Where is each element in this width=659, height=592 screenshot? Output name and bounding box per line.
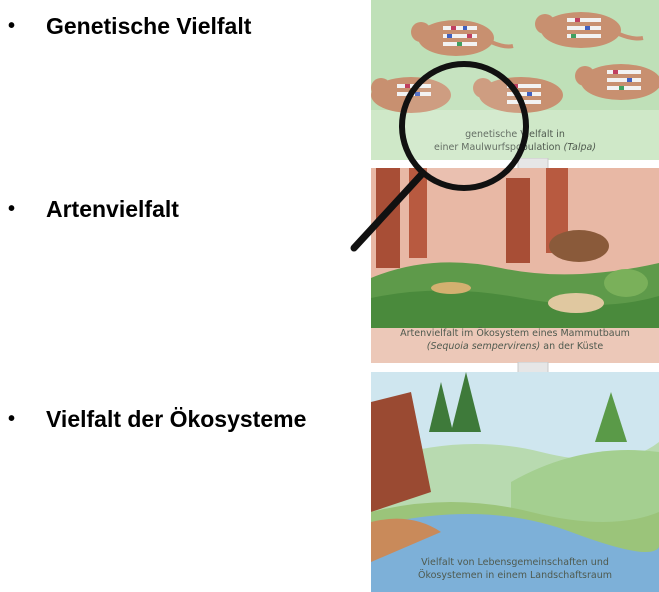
caption-genetic: genetische Vielfalt in einer Maulwurfspo… [371, 128, 659, 154]
rodent-icon [549, 230, 609, 262]
fungus-icon [548, 293, 604, 313]
tree-icon [546, 168, 568, 253]
tree-icon [595, 392, 627, 442]
river-icon [371, 514, 659, 592]
mole-population-illustration [371, 0, 659, 160]
landscape-illustration [371, 372, 659, 592]
caption-line: genetische Vielfalt in [465, 129, 565, 140]
bullet-text: Genetische Vielfalt [46, 13, 252, 39]
caption-line: (Sequoia sempervirens) an der Küste [371, 340, 659, 353]
slug-icon [431, 282, 471, 294]
tree-icon [371, 392, 431, 512]
chromosome-icon [607, 70, 641, 90]
caption-italic: (Talpa) [563, 142, 597, 153]
magnifier-icon [350, 61, 529, 252]
tree-icon [409, 168, 427, 258]
caption-line: Artenvielfalt im Ökosystem eines Mammutb… [400, 328, 630, 339]
bullet-ecosystem-diversity: • Vielfalt der Ökosysteme [6, 406, 306, 433]
caption-italic: (Sequoia sempervirens) [426, 341, 541, 352]
panel-ecosystem-diversity: Vielfalt von Lebensgemeinschaften und Ök… [371, 372, 659, 592]
panel-species-diversity: Artenvielfalt im Ökosystem eines Mammutb… [371, 168, 659, 363]
chromosome-icon [443, 26, 477, 46]
caption-text: an der Küste [540, 341, 604, 352]
redwood-forest-illustration [371, 168, 659, 363]
caption-species: Artenvielfalt im Ökosystem eines Mammutb… [371, 327, 659, 353]
caption-line: Ökosystemen in einem Landschaftsraum [417, 570, 613, 581]
caption-line: Vielfalt von Lebensgemeinschaften und [421, 557, 609, 568]
tree-icon [451, 372, 481, 432]
tree-icon [506, 178, 530, 263]
bullet-species-diversity: • Artenvielfalt [6, 196, 179, 223]
chromosome-icon [567, 18, 601, 38]
caption-text: einer Maulwurfspopulation [434, 142, 564, 153]
bullet-marker: • [8, 15, 16, 37]
bullet-marker: • [8, 198, 16, 220]
bullet-text: Artenvielfalt [46, 196, 179, 222]
caption-line: einer Maulwurfspopulation (Talpa) [371, 141, 659, 154]
bullet-marker: • [8, 408, 16, 430]
panel-genetic-diversity: genetische Vielfalt in einer Maulwurfspo… [371, 0, 659, 160]
bullet-genetic-diversity: • Genetische Vielfalt [6, 13, 251, 40]
tree-icon [429, 382, 453, 432]
caption-ecosystem: Vielfalt von Lebensgemeinschaften und Ök… [371, 556, 659, 582]
bullet-text: Vielfalt der Ökosysteme [46, 406, 307, 432]
